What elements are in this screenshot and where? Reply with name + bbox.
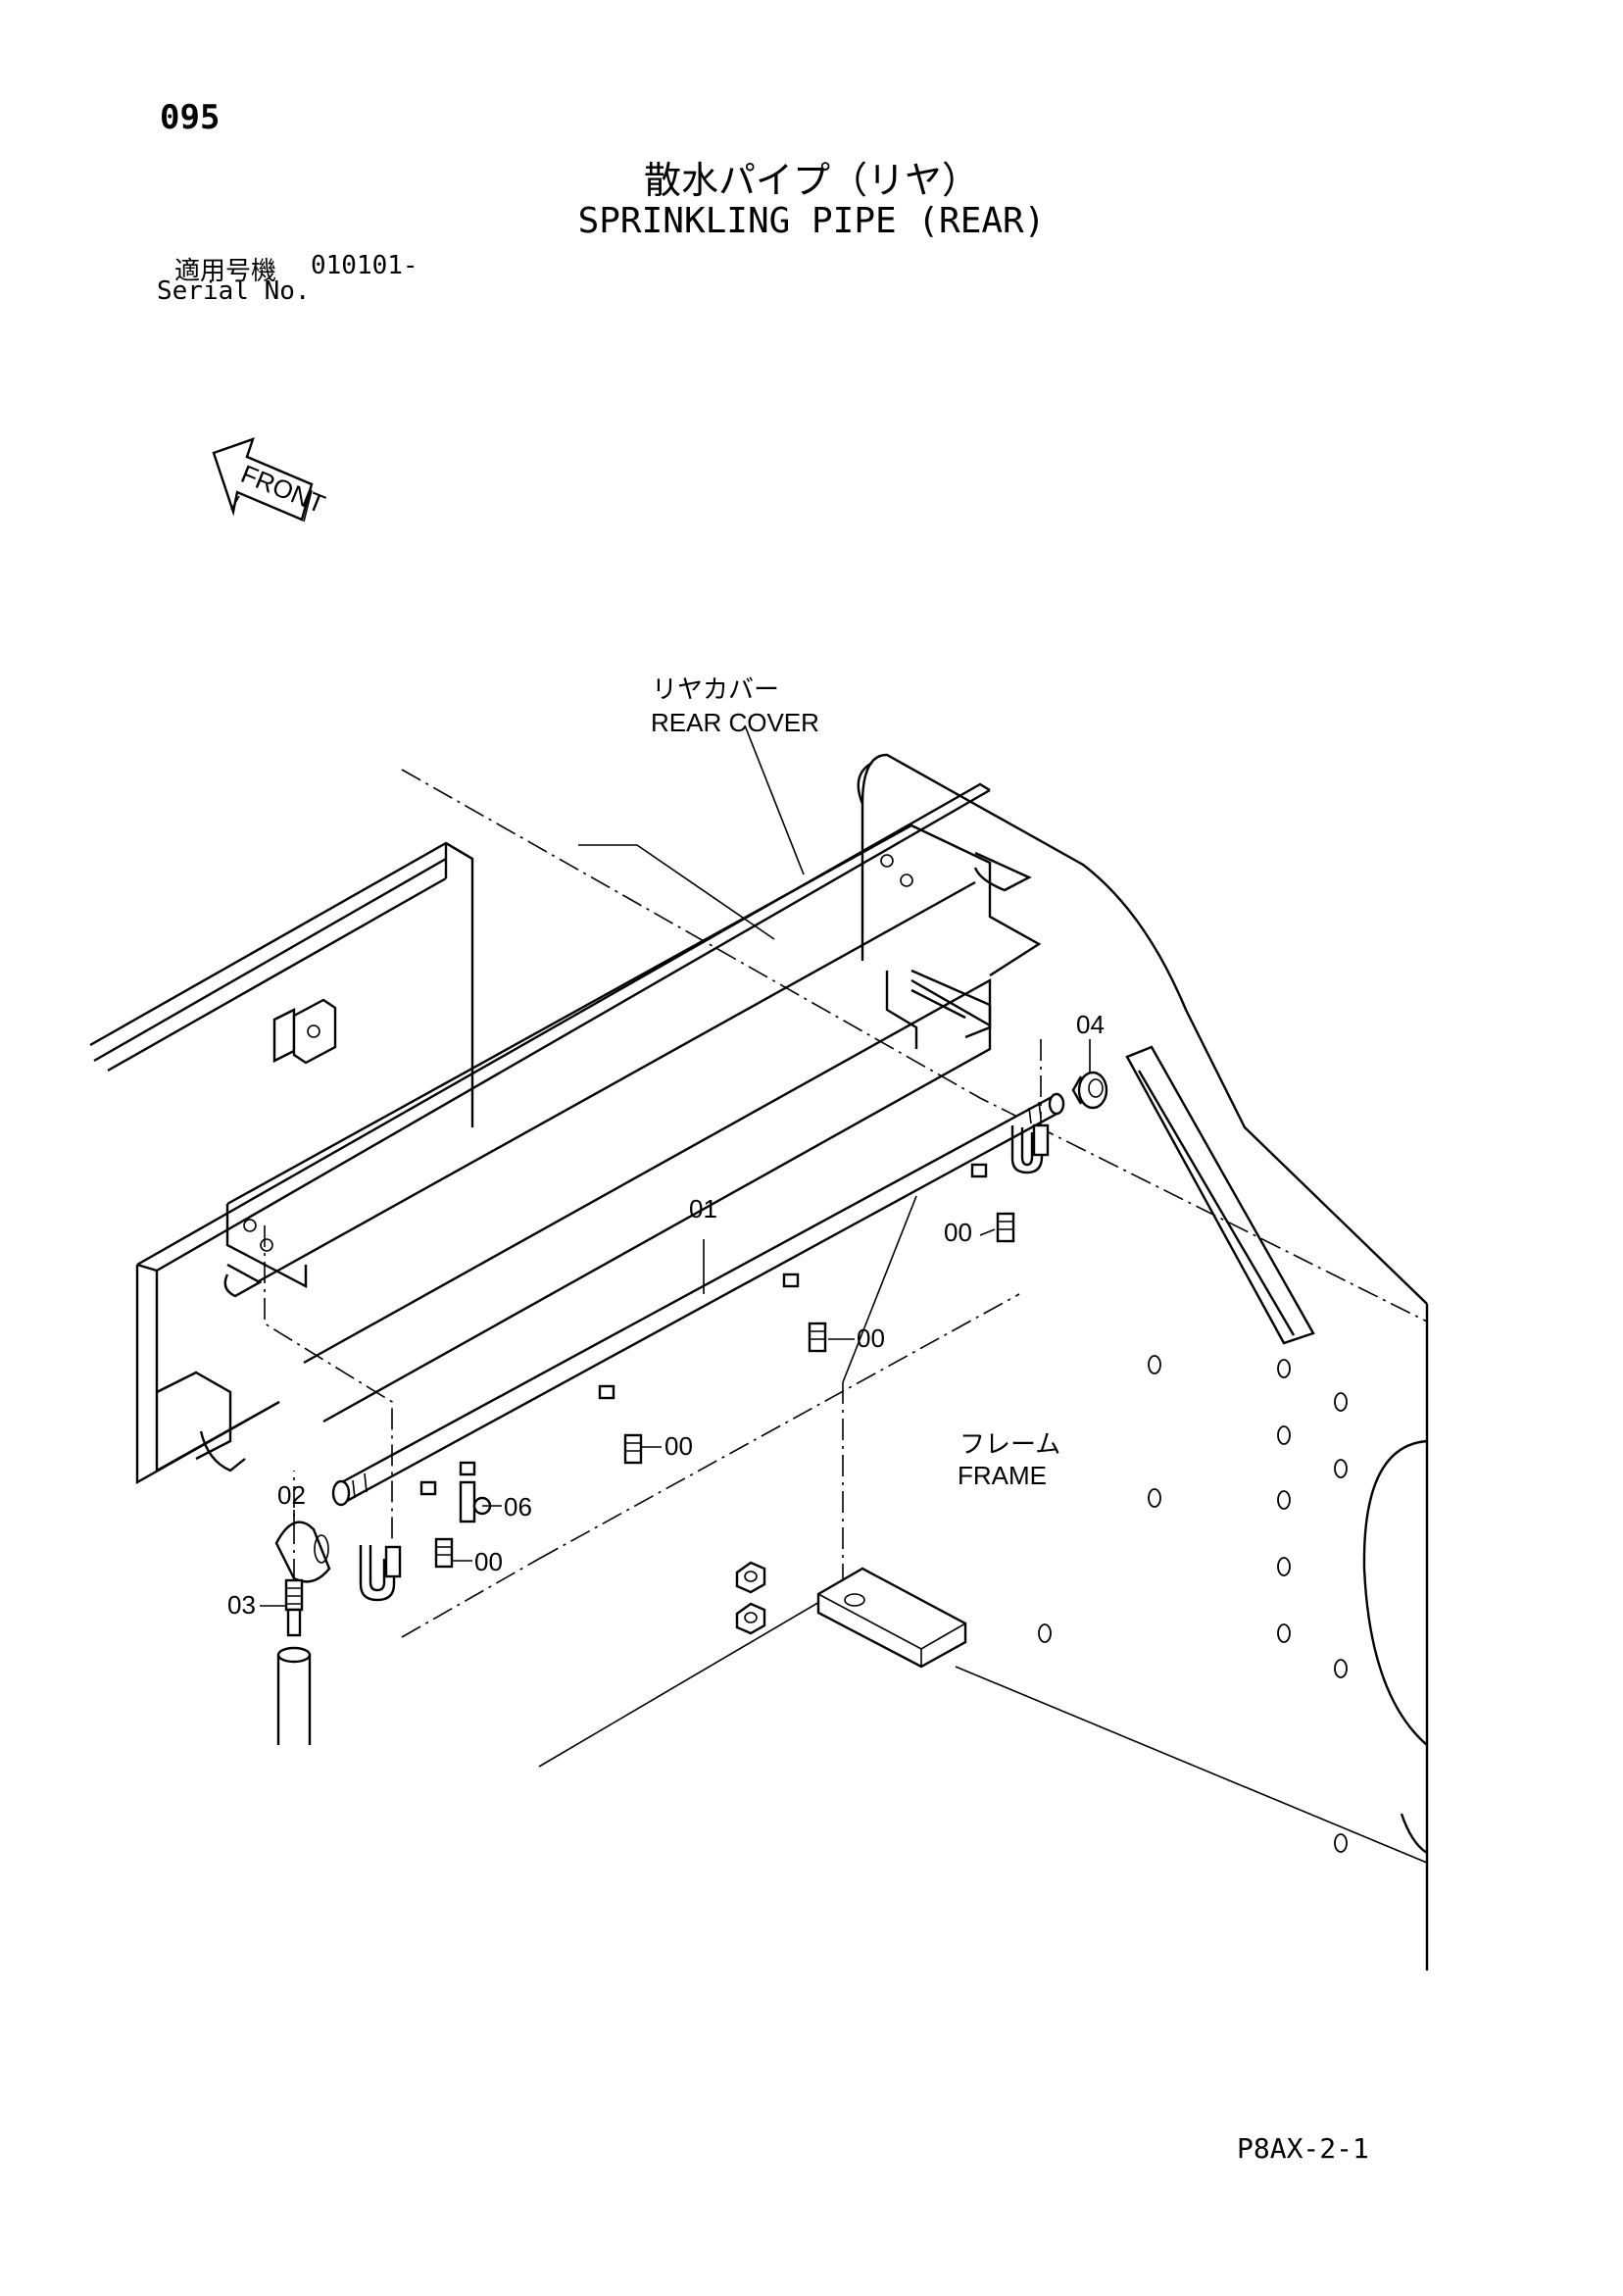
page-title-en: SPRINKLING PIPE (REAR) bbox=[577, 201, 1046, 241]
nozzle-1 bbox=[434, 1537, 454, 1569]
page-title-jp: 散水パイプ（リヤ） bbox=[643, 159, 979, 202]
frame-label-jp: フレーム bbox=[959, 1430, 1060, 1460]
front-arrow-text: FRONT bbox=[237, 459, 329, 519]
rear-cover-label-jp: リヤカバー bbox=[652, 675, 779, 705]
u-bolt-right bbox=[1010, 1123, 1050, 1174]
rear-cover-label-en: REAR COVER bbox=[651, 708, 819, 737]
hose-adapter bbox=[276, 1578, 312, 1745]
frame-structure bbox=[401, 753, 1429, 1971]
nozzle-3 bbox=[808, 1322, 827, 1353]
sprinkling-pipe bbox=[331, 1092, 1065, 1507]
part-label-01: 01 bbox=[689, 1194, 717, 1223]
frame-label-en: FRAME bbox=[958, 1461, 1047, 1490]
part-label-00-c: 00 bbox=[664, 1431, 693, 1461]
u-bolt-left bbox=[359, 1545, 402, 1602]
background-panel bbox=[93, 841, 473, 1065]
leader-lines bbox=[260, 1039, 1091, 1607]
front-arrow-icon: FRONT bbox=[212, 437, 329, 523]
serial-label-jp: 適用号機 bbox=[174, 257, 277, 286]
elbow-fitting bbox=[274, 1521, 331, 1583]
serial-number: 010101- bbox=[311, 251, 418, 280]
part-label-00-a: 00 bbox=[944, 1218, 972, 1247]
mount-pad bbox=[735, 1561, 967, 1669]
part-label-00-d: 00 bbox=[474, 1547, 503, 1576]
end-cap bbox=[1071, 1071, 1108, 1110]
footer-code: P8AX-2-1 bbox=[1237, 2132, 1369, 2165]
part-label-03: 03 bbox=[227, 1590, 256, 1620]
nozzle-4 bbox=[996, 1212, 1015, 1243]
part-label-02: 02 bbox=[277, 1480, 306, 1510]
serial-label-en: Serial No. bbox=[157, 276, 311, 306]
tee-valve bbox=[459, 1480, 492, 1523]
page-number: 095 bbox=[160, 98, 221, 137]
rear-cover-structure bbox=[89, 782, 1042, 1485]
part-label-00-b: 00 bbox=[857, 1323, 885, 1353]
part-label-04: 04 bbox=[1076, 1010, 1105, 1039]
nozzle-2 bbox=[623, 1433, 643, 1465]
part-label-06: 06 bbox=[504, 1492, 532, 1522]
